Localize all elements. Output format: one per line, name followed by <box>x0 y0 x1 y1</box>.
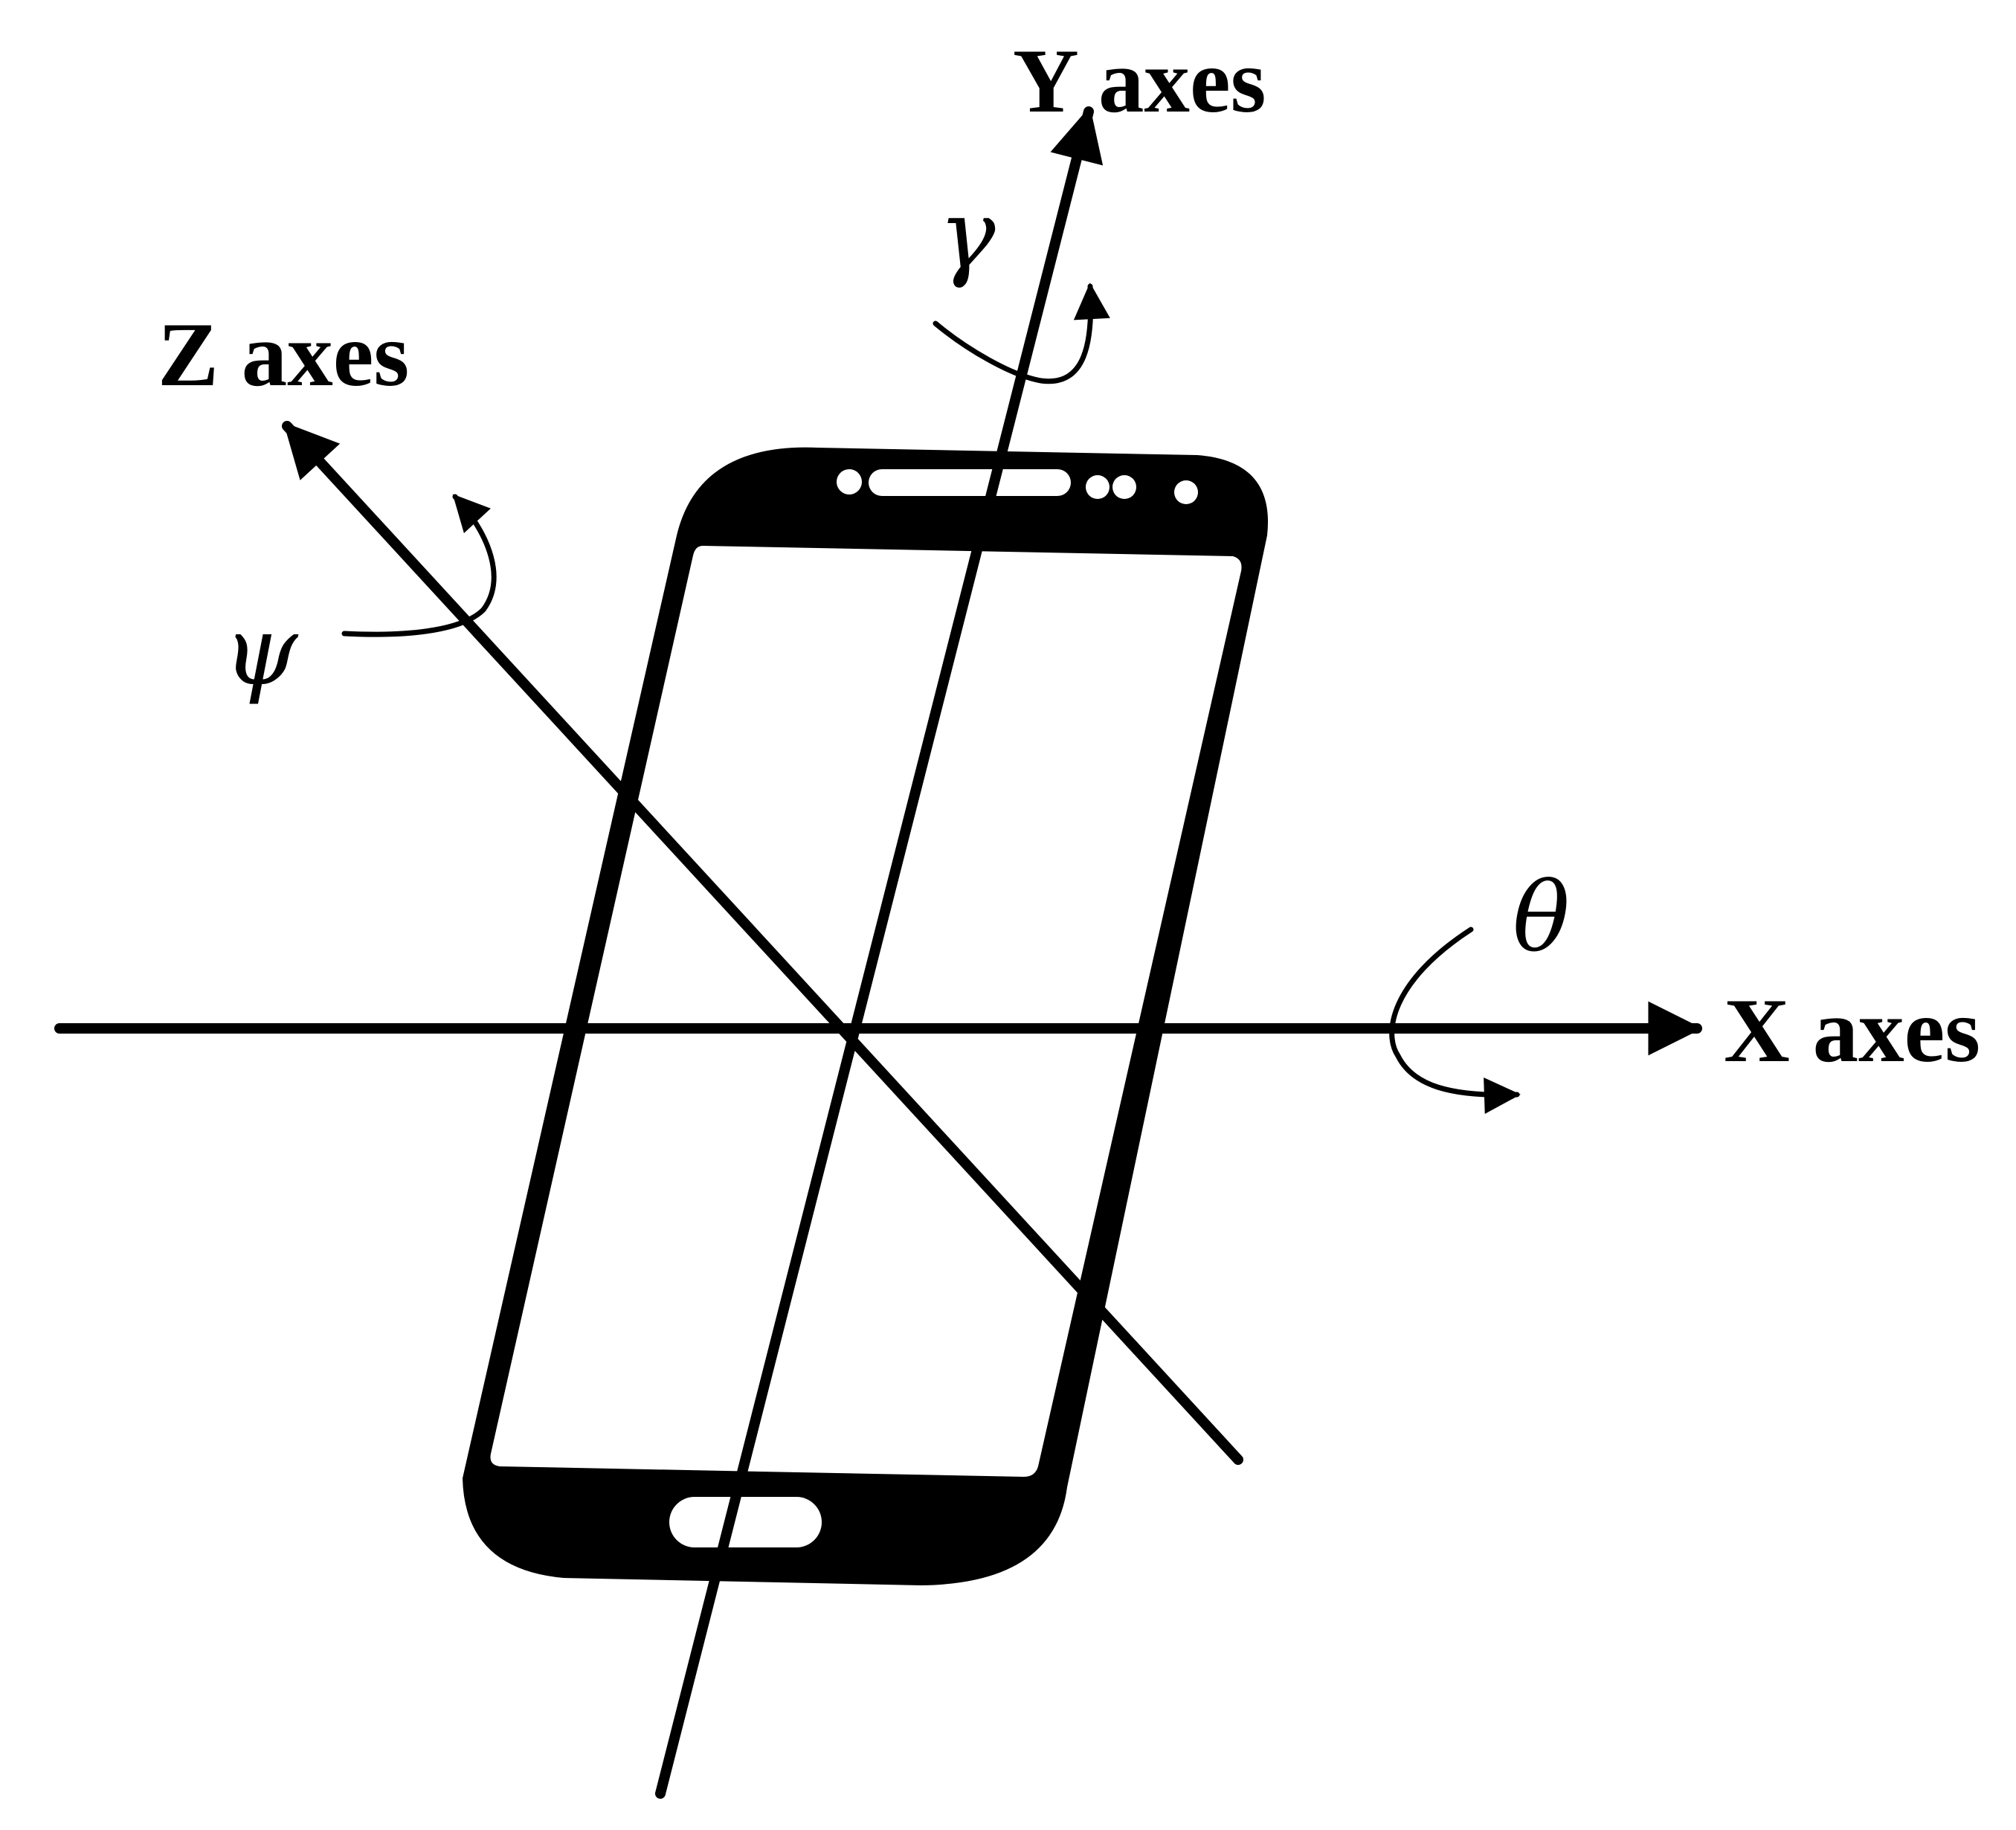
phone-speaker-slot <box>869 469 1071 496</box>
phone-home-button <box>669 1497 822 1547</box>
x-axis-label: X axes <box>1724 979 1980 1081</box>
theta-rotation-arrow <box>1389 927 1521 1114</box>
z-axis-line <box>282 421 1243 1465</box>
psi-label: ψ <box>223 596 299 707</box>
phone-sensor-dot <box>1086 475 1110 499</box>
z-axis-label: Z axes <box>158 303 409 405</box>
gamma-label: γ <box>938 180 996 291</box>
phone-sensor-dot <box>837 469 862 494</box>
psi-rotation-arrow <box>341 494 497 637</box>
phone-body <box>463 447 1269 1585</box>
y-axis-line <box>655 106 1104 1799</box>
y-axis-label: Y axes <box>1013 30 1266 132</box>
theta-label: θ <box>1513 863 1570 973</box>
phone-sensor-dot <box>1112 475 1136 499</box>
gamma-rotation-arrow <box>933 283 1110 384</box>
smartphone-icon <box>463 447 1269 1585</box>
phone-camera-dot <box>1174 480 1198 504</box>
